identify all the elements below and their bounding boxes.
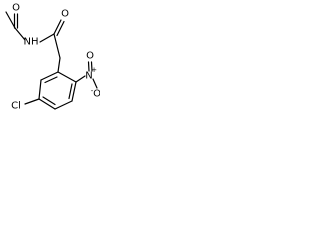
nitro-bottom-oxygen-label: O <box>93 89 100 100</box>
bond-nh-to-carbonyl <box>39 33 55 43</box>
bond-ring-to-nitro <box>75 75 86 83</box>
ring-bond-bottom-left <box>38 98 56 110</box>
ring-bond-bottom-right <box>54 100 73 110</box>
ring-bond-top-left <box>40 71 59 81</box>
bond-nitro-to-top-oxygen-a <box>87 61 90 72</box>
bond-nitro-to-bottom-oxygen <box>92 78 98 89</box>
ring-inner-double-bottom-left <box>42 96 56 106</box>
nitro-nitrogen-label: N <box>85 71 92 82</box>
acetyl-oxygen-label: O <box>12 3 20 14</box>
bond-acetyl-to-nh <box>14 27 26 41</box>
bond-ring-to-chlorine <box>24 98 40 105</box>
bond-acetyl-methyl <box>5 11 16 29</box>
nitro-nitrogen-charge-label: + <box>91 66 97 74</box>
bond-ch2-to-ring <box>57 57 61 73</box>
chemical-structure-diagram: O NH O N + O O - Cl <box>5 3 100 112</box>
bond-nitro-to-top-oxygen-b <box>90 61 93 72</box>
nitro-top-oxygen-label: O <box>86 51 94 62</box>
nitro-oxygen-charge-label: - <box>91 87 94 95</box>
ring-inner-double-top-left <box>44 76 58 84</box>
chlorine-label: Cl <box>11 101 21 112</box>
ring-bond-top-right <box>57 71 77 83</box>
bond-carbonyl-to-ch2 <box>53 33 61 59</box>
ring-bond-right <box>71 81 77 102</box>
ring-inner-double-right <box>68 83 73 100</box>
bond-amide-carbonyl-a <box>53 19 62 35</box>
bond-amide-carbonyl-b <box>56 20 65 37</box>
ring-bond-left <box>38 79 42 100</box>
amide-oxygen-label: O <box>61 9 69 20</box>
amide-nitrogen-label: NH <box>24 37 39 48</box>
